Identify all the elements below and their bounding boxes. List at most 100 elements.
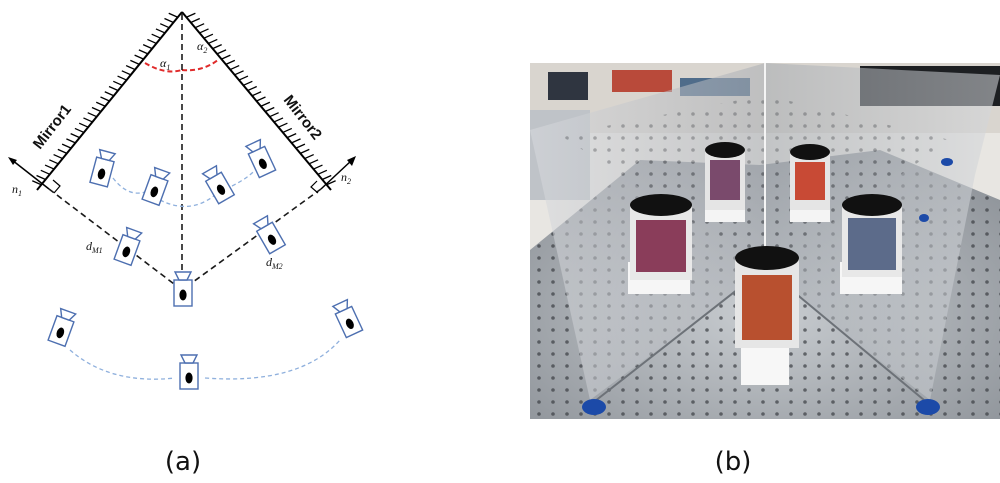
hatch-tick	[286, 133, 297, 139]
hatch-tick	[278, 122, 288, 128]
hatch-tick	[203, 33, 214, 39]
hatch-tick	[164, 17, 174, 24]
hatch-tick	[44, 164, 55, 170]
dm2-label: dM2	[266, 255, 283, 271]
hatch-tick	[225, 59, 236, 65]
hatch-tick	[155, 28, 166, 34]
hatch-tick	[83, 117, 93, 123]
hatch-tick	[87, 112, 97, 118]
hatch-tick	[151, 33, 161, 39]
hatch-tick	[113, 80, 123, 86]
virtual-path-lower-left	[69, 349, 176, 380]
hatch-tick	[247, 85, 257, 92]
hatch-tick	[251, 91, 262, 97]
hatch-tick	[61, 143, 72, 149]
camera-lower-right	[331, 298, 364, 339]
hatch-tick	[32, 180, 42, 186]
hatch-tick	[300, 148, 310, 154]
hatch-tick	[57, 148, 68, 154]
hatch-tick	[321, 174, 332, 181]
virtual-camera-1	[89, 148, 117, 188]
hatch-tick	[260, 101, 271, 107]
normal-path-mirror2	[181, 188, 322, 291]
mirror1-label: Mirror1	[30, 101, 75, 152]
right-angle-mark-2	[310, 180, 319, 194]
hatch-tick	[40, 169, 51, 175]
diagram-panel-a: Mirror1 Mirror2 α1 α2 n1 n2 dM1 dM2	[8, 11, 364, 477]
hatch-tick	[66, 138, 76, 144]
right-angle-mark-1	[52, 179, 61, 194]
photo-panel-b: (b)	[530, 63, 1000, 477]
hatch-tick	[104, 91, 115, 97]
hatch-tick	[142, 44, 153, 50]
hatch-tick	[186, 12, 196, 18]
hatch-tick	[216, 49, 227, 55]
hatch-tick	[221, 54, 231, 60]
virtual-path-upper-right	[231, 169, 256, 187]
alpha1-label: α1	[160, 56, 170, 72]
normal-arrow-n2	[320, 156, 356, 190]
hatch-tick	[273, 117, 284, 123]
hatch-tick	[78, 122, 89, 128]
hatch-tick	[70, 133, 80, 139]
n2-label: n2	[341, 170, 351, 186]
hatch-tick	[49, 159, 59, 165]
virtual-camera-3	[201, 164, 235, 205]
angle-arc-alpha1	[144, 62, 183, 73]
virtual-path-lower-right	[204, 339, 341, 380]
hatch-tick	[313, 164, 323, 170]
n1-label: n1	[12, 182, 22, 198]
hatch-tick	[243, 80, 253, 86]
virtual-camera-2	[141, 166, 172, 206]
hatch-tick	[308, 159, 319, 165]
hatch-tick	[304, 153, 314, 160]
hatch-tick	[134, 54, 144, 60]
hatch-tick	[100, 96, 110, 102]
virtual-path-upper-mid	[159, 194, 216, 207]
hatch-tick	[199, 28, 209, 34]
hatch-tick	[147, 38, 157, 45]
mirror1	[32, 11, 183, 191]
dm1-label: dM1	[86, 239, 103, 255]
hatch-tick	[159, 23, 170, 29]
mirror1-hatching	[32, 12, 178, 186]
hatch-tick	[91, 106, 102, 113]
caption-a: (a)	[165, 447, 201, 477]
hatch-tick	[74, 127, 85, 134]
camera-lower-left	[47, 307, 78, 347]
normal-path-mirror1	[48, 188, 183, 291]
virtual-camera-dm2	[252, 214, 286, 255]
virtual-path-upper-left	[112, 177, 151, 194]
photo-mirror-rig	[530, 63, 1000, 419]
hatch-tick	[95, 101, 106, 107]
hatch-tick	[238, 75, 249, 81]
hatch-tick	[212, 44, 222, 50]
hatch-tick	[125, 64, 136, 71]
hatch-tick	[138, 49, 149, 55]
hatch-tick	[234, 70, 244, 76]
hatch-tick	[117, 75, 127, 81]
hatch-tick	[194, 23, 205, 29]
alpha2-label: α2	[197, 39, 207, 55]
hatch-tick	[229, 64, 240, 71]
hatch-tick	[326, 180, 336, 186]
hatch-tick	[121, 70, 132, 76]
hatch-tick	[208, 38, 218, 45]
hatch-tick	[265, 106, 275, 113]
hatch-tick	[108, 85, 119, 92]
virtual-camera-4	[244, 138, 277, 179]
hatch-tick	[190, 17, 201, 24]
mirror2	[181, 11, 336, 191]
angle-arc-alpha2	[181, 59, 219, 72]
virtual-camera-dm1	[113, 226, 144, 266]
hatch-tick	[130, 59, 140, 65]
hatch-tick	[168, 12, 178, 18]
real-camera	[173, 271, 193, 307]
normal-arrow-n1	[8, 157, 50, 190]
hatch-tick	[36, 174, 46, 181]
caption-b: (b)	[715, 447, 752, 477]
hatch-tick	[282, 127, 293, 134]
hatch-tick	[53, 153, 63, 160]
hatch-tick	[317, 169, 328, 175]
